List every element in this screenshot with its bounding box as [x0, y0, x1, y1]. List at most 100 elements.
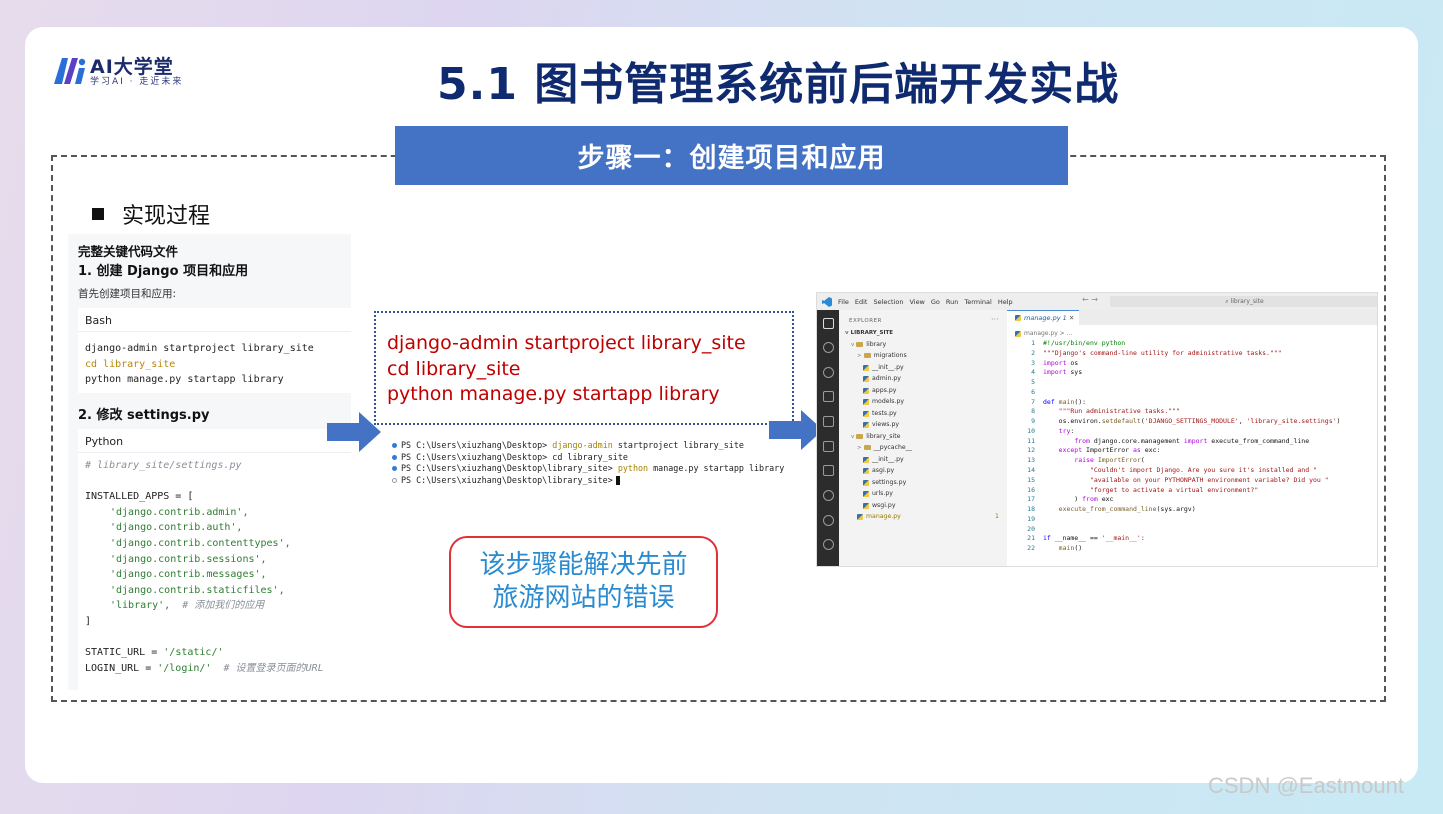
terminal-output: PS C:\Users\xiuzhang\Desktop> django-adm…	[392, 440, 784, 486]
step1-note: 首先创建项目和应用:	[78, 288, 177, 300]
command-box: django-admin startproject library_site c…	[374, 311, 794, 425]
menu-view[interactable]: View	[909, 297, 925, 306]
folder-icon	[863, 445, 871, 450]
menu-terminal[interactable]: Terminal	[964, 297, 992, 306]
breadcrumb-text: manage.py > ...	[1024, 330, 1073, 337]
logo: AI大学堂 学习AI · 走近未来	[52, 52, 192, 88]
folder-icon	[856, 434, 864, 439]
forward-arrow-icon[interactable]: →	[1091, 295, 1098, 304]
extensions-icon[interactable]	[823, 416, 834, 427]
tree-label: migrations	[873, 352, 907, 359]
tree-item-file[interactable]: apps.py	[863, 387, 896, 394]
terminal-row[interactable]: PS C:\Users\xiuzhang\Desktop\library_sit…	[392, 475, 784, 487]
extension-view-icon[interactable]	[823, 515, 834, 526]
tree-item-file[interactable]: __init__.py	[863, 364, 904, 371]
menu-run[interactable]: Run	[945, 297, 959, 306]
back-arrow-icon[interactable]: ←	[1082, 295, 1089, 304]
tree-item-file[interactable]: __init__.py	[863, 456, 904, 463]
source-control-icon[interactable]	[823, 367, 834, 378]
code-line: INSTALLED_APPS = [	[85, 491, 194, 503]
code-line: from django.core.management import execu…	[1074, 436, 1310, 445]
section-heading: 实现过程	[92, 198, 210, 230]
tab-manage-py[interactable]: manage.py 1 ✕	[1007, 310, 1079, 325]
tree-item-manage[interactable]: manage.py	[857, 513, 901, 520]
code-line: python manage.py startapp library	[85, 374, 284, 385]
search-text: library_site	[1230, 298, 1264, 305]
tree-item-file[interactable]: admin.py	[863, 375, 901, 382]
page-title: 5.1 图书管理系统前后端开发实战	[437, 59, 1120, 110]
code-line: import sys	[1043, 368, 1083, 377]
tree-item-file[interactable]: views.py	[863, 421, 899, 428]
callout-line: 该步骤能解决先前	[479, 550, 688, 580]
tree-label: __init__.py	[872, 456, 904, 463]
menu-go[interactable]: Go	[930, 297, 940, 306]
tree-item-file[interactable]: settings.py	[863, 479, 906, 486]
tree-label: settings.py	[872, 479, 907, 486]
vscode-logo-icon	[822, 296, 832, 307]
explorer-icon[interactable]	[823, 318, 834, 329]
python-file-icon	[1015, 315, 1021, 321]
remote-explorer-icon[interactable]	[823, 441, 834, 452]
copilot-icon[interactable]	[823, 539, 834, 550]
search-icon[interactable]	[823, 342, 834, 353]
tree-item-file[interactable]: urls.py	[863, 490, 893, 497]
python-file-icon	[863, 410, 869, 417]
line-number: 6	[1031, 387, 1035, 396]
tree-item-file[interactable]: tests.py	[863, 410, 897, 417]
more-actions-icon[interactable]: ···	[991, 315, 999, 324]
status-dot-icon	[392, 454, 397, 460]
menu-file[interactable]: File	[838, 297, 849, 306]
line-number: 19	[1027, 514, 1035, 523]
tree-item-file[interactable]: asgi.py	[863, 467, 894, 474]
command-line: python manage.py startapp library	[387, 383, 720, 405]
command-center-search[interactable]: ⌕ library_site	[1110, 296, 1377, 307]
python-file-icon	[863, 502, 869, 509]
callout-line: 旅游网站的错误	[492, 583, 675, 613]
logo-name: AI大学堂	[90, 56, 174, 78]
code-line: "forget to activate a virtual environmen…	[1043, 485, 1259, 494]
tree-item-migrations[interactable]: >migrations	[857, 352, 907, 359]
testing-icon[interactable]	[823, 465, 834, 476]
tab-bar	[1007, 310, 1377, 325]
account-icon[interactable]	[823, 490, 834, 501]
menu-edit[interactable]: Edit	[854, 297, 868, 306]
line-number: 11	[1027, 436, 1035, 445]
line-number: 1	[1031, 339, 1035, 347]
line-number: 12	[1027, 446, 1035, 455]
terminal-row: PS C:\Users\xiuzhang\Desktop> django-adm…	[392, 440, 784, 452]
python-file-icon	[863, 387, 869, 394]
code-line: LOGIN_URL = '/login/' # 设置登录页面的URL	[85, 661, 344, 677]
line-number: 3	[1031, 358, 1035, 367]
tree-label: urls.py	[872, 490, 893, 497]
python-file-icon	[863, 456, 869, 463]
menu-selection[interactable]: Selection	[873, 297, 904, 306]
code-line: """Run administrative tasks."""	[1043, 407, 1180, 416]
tree-item-file[interactable]: models.py	[863, 398, 904, 405]
bullet-square-icon	[92, 208, 104, 220]
breadcrumb[interactable]: manage.py > ...	[1015, 330, 1072, 337]
python-file-icon	[863, 364, 869, 371]
line-number: 20	[1027, 524, 1035, 533]
logo-mark-icon	[54, 58, 86, 84]
tree-item-pycache[interactable]: >__pycache__	[857, 444, 912, 451]
run-debug-icon[interactable]	[823, 391, 834, 402]
nav-arrows[interactable]: ← →	[1082, 295, 1098, 304]
code-line	[85, 474, 344, 490]
tree-label: admin.py	[872, 375, 901, 382]
tree-item-file[interactable]: wsgi.py	[863, 502, 896, 509]
code-line: except ImportError as exc:	[1058, 446, 1161, 455]
terminal-command: django-admin	[552, 440, 613, 450]
menu-help[interactable]: Help	[997, 297, 1013, 306]
code-line: raise ImportError(	[1074, 456, 1145, 465]
close-icon[interactable]: ✕	[1068, 314, 1075, 322]
code-line: import os	[1043, 358, 1079, 367]
line-number: 10	[1027, 426, 1035, 435]
terminal-args: manage.py startapp library	[653, 463, 785, 473]
watermark: CSDN @Eastmount	[1208, 773, 1404, 798]
section-heading-text: 实现过程	[122, 204, 211, 229]
code-comment: # 设置登录页面的URL	[223, 662, 324, 674]
